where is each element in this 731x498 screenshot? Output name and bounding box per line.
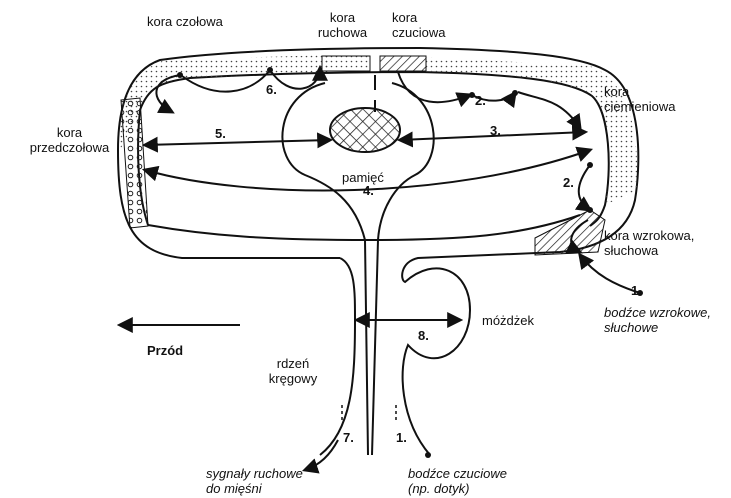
- label-stimuli-visual: bodźce wzrokowe, słuchowe: [604, 305, 711, 335]
- step-1-visual: 1.: [631, 283, 642, 298]
- label-visual-line2: słuchowa: [604, 243, 694, 258]
- label-parietal-line1: kora: [604, 84, 676, 99]
- label-sensory: kora czuciowa: [392, 10, 445, 40]
- label-motor-signals-line2: do mięśni: [206, 481, 303, 496]
- label-visual: kora wzrokowa, słuchowa: [604, 228, 694, 258]
- label-spinal: rdzeń kręgowy: [258, 356, 328, 386]
- label-visual-line1: kora wzrokowa,: [604, 228, 694, 243]
- label-cerebellum: móżdżek: [482, 313, 534, 328]
- step-8: 8.: [418, 328, 429, 343]
- label-stimuli-visual-line2: słuchowe: [604, 320, 711, 335]
- motor-cortex: [322, 56, 370, 71]
- label-frontal: kora czołowa: [147, 14, 223, 29]
- label-sensory-line1: kora: [392, 10, 445, 25]
- step-4: 4.: [363, 183, 374, 198]
- step-2-upper: 2.: [475, 93, 486, 108]
- label-stimuli-touch-line2: (np. dotyk): [408, 481, 507, 496]
- label-stimuli-visual-line1: bodźce wzrokowe,: [604, 305, 711, 320]
- label-motor-line1: kora: [305, 10, 380, 25]
- step-7: 7.: [343, 430, 354, 445]
- label-parietal-line2: ciemieniowa: [604, 99, 676, 114]
- label-spinal-line1: rdzeń: [258, 356, 328, 371]
- label-motor-line2: ruchowa: [305, 25, 380, 40]
- label-stimuli-touch: bodźce czuciowe (np. dotyk): [408, 466, 507, 496]
- label-sensory-line2: czuciowa: [392, 25, 445, 40]
- label-parietal: kora ciemieniowa: [604, 84, 676, 114]
- step-5: 5.: [215, 126, 226, 141]
- label-stimuli-touch-line1: bodźce czuciowe: [408, 466, 507, 481]
- sensory-cortex: [380, 56, 426, 71]
- label-front: Przód: [147, 343, 183, 358]
- label-prefrontal-line2: przedczołowa: [22, 140, 117, 155]
- label-prefrontal: kora przedczołowa: [22, 125, 117, 155]
- prefrontal-cortex: [121, 98, 148, 228]
- step-3: 3.: [490, 123, 501, 138]
- step-2-lower: 2.: [563, 175, 574, 190]
- label-motor-signals-line1: sygnały ruchowe: [206, 466, 303, 481]
- visual-cortex: [535, 210, 605, 255]
- label-motor-signals: sygnały ruchowe do mięśni: [206, 466, 303, 496]
- step-6: 6.: [266, 82, 277, 97]
- label-spinal-line2: kręgowy: [258, 371, 328, 386]
- step-1-touch: 1.: [396, 430, 407, 445]
- memory-area: [330, 108, 400, 152]
- label-motor: kora ruchowa: [305, 10, 380, 40]
- label-prefrontal-line1: kora: [22, 125, 117, 140]
